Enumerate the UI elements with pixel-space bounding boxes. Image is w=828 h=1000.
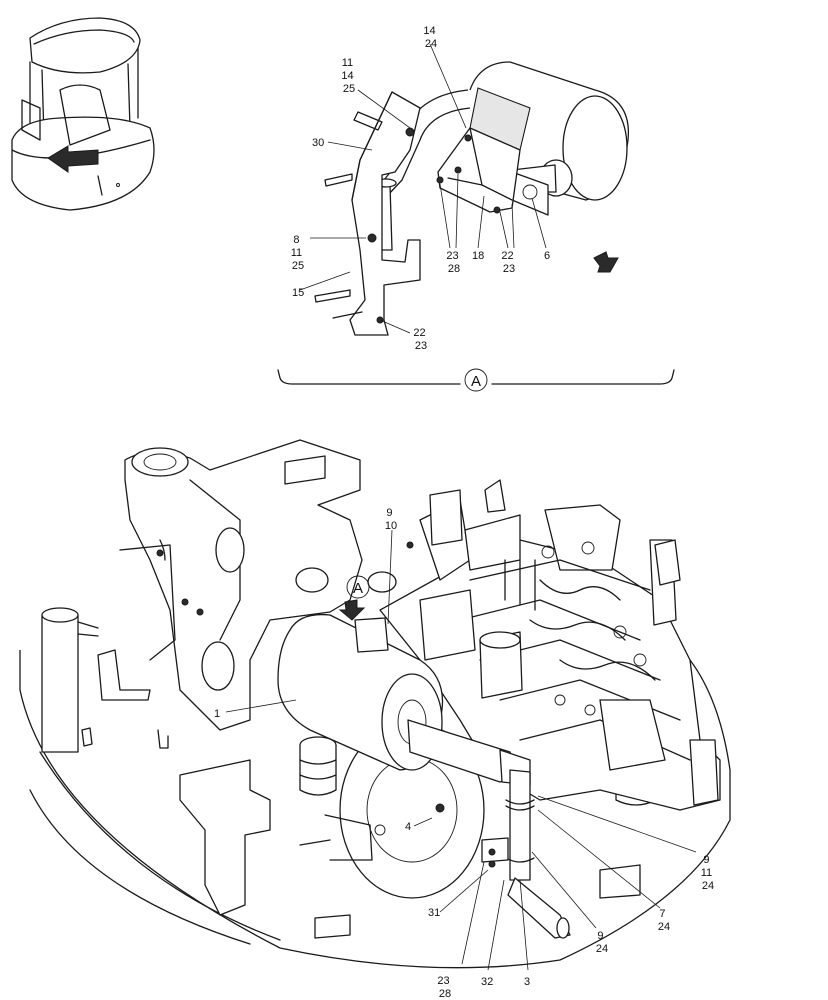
callout-8-11-25: 8 11 25	[291, 234, 305, 272]
callout-15: 15	[292, 287, 304, 299]
callout-22-23-lower: 22 23	[413, 327, 428, 352]
view-a-marker: A	[353, 580, 363, 597]
callout-7-24: 7 24	[658, 908, 670, 933]
callout-30: 30	[312, 137, 324, 149]
main-callouts: A 9 10 1 4 31 23 28 32 3 9 24 7 24 9 11 …	[214, 507, 715, 1000]
detail-callouts: 14 24 11 14 25 30 8 11 25 15 22 23 23 28…	[291, 25, 550, 392]
view-a-circle	[346, 575, 370, 599]
callout-9-10: 9 10	[385, 507, 397, 532]
main-assembly-drawing	[19, 439, 731, 971]
callout-3: 3	[524, 976, 530, 988]
callout-32: 32	[481, 976, 493, 988]
detail-a-marker: A	[471, 373, 481, 390]
callout-31: 31	[428, 907, 440, 919]
detail-a-circle	[464, 368, 488, 392]
callout-4: 4	[405, 821, 411, 833]
callout-1: 1	[214, 708, 220, 720]
callout-23-28-main: 23 28	[437, 975, 452, 1000]
callout-6: 6	[544, 250, 550, 262]
callout-9-11-24: 9 11 24	[701, 854, 715, 892]
callout-18: 18	[472, 250, 484, 262]
callout-9-24: 9 24	[596, 930, 608, 955]
locator-thumbnail	[11, 17, 155, 211]
callout-23-28: 23 28	[446, 250, 461, 275]
detail-a-drawing	[277, 43, 675, 385]
callout-11-14-25: 11 14 25	[341, 57, 356, 95]
callout-22-23-upper: 22 23	[501, 250, 516, 275]
callout-14-24: 14 24	[423, 25, 438, 50]
